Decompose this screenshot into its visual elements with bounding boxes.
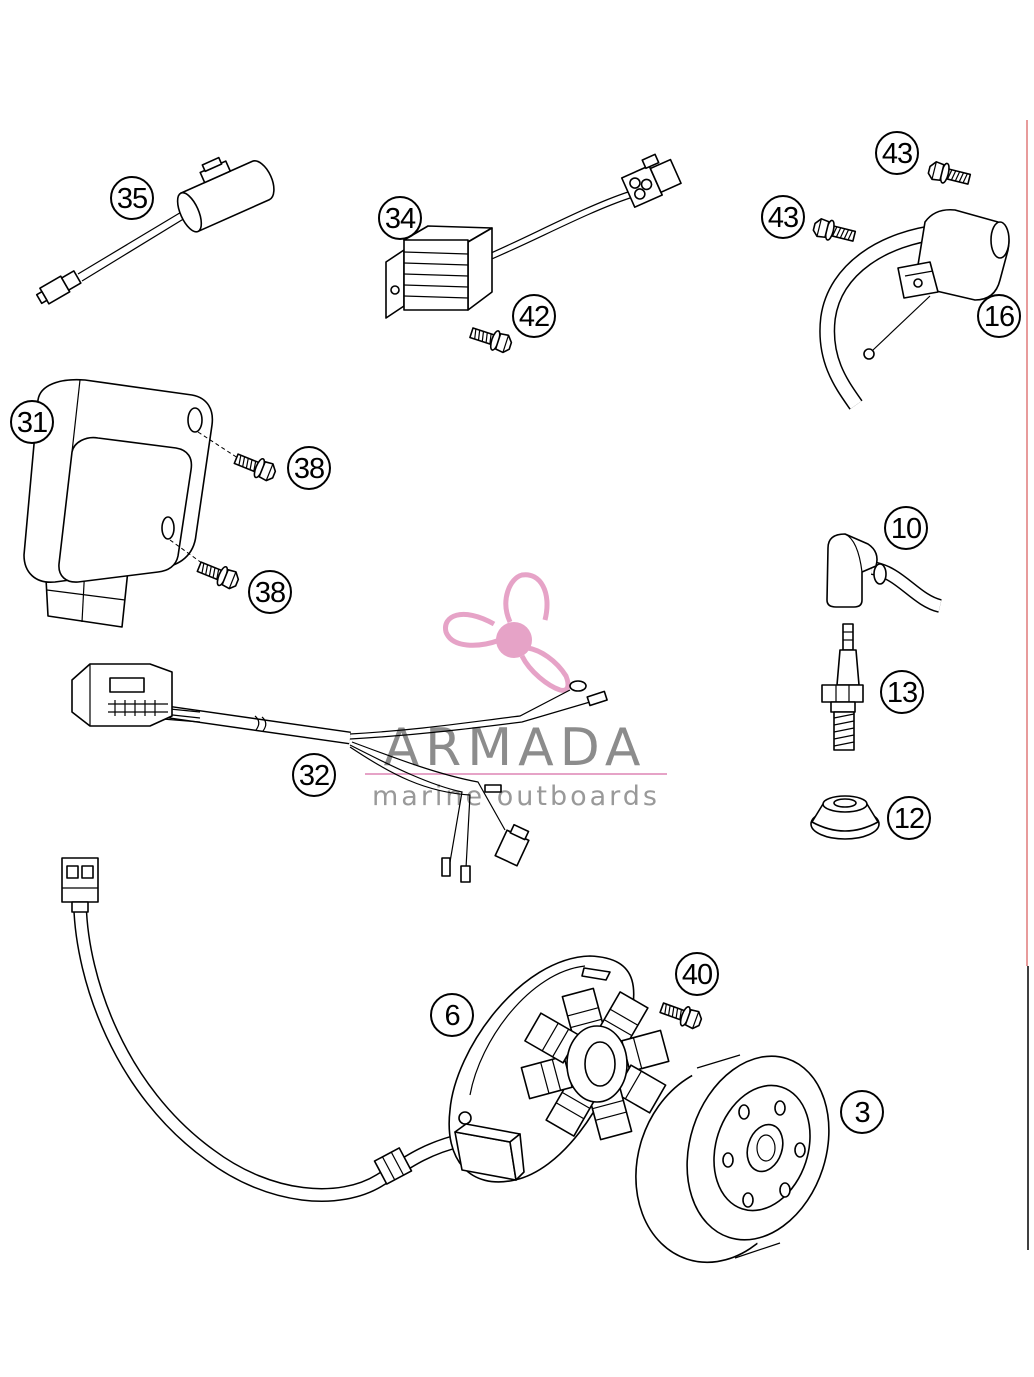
svg-text:38: 38 <box>294 453 324 485</box>
svg-text:32: 32 <box>299 760 329 792</box>
flywheel <box>635 1054 830 1264</box>
watermark-tagline: marine outboards <box>372 781 660 812</box>
ignition-coil <box>819 208 1010 410</box>
callout-31: 31 <box>10 400 54 444</box>
callout-43-upper: 43 <box>875 131 919 175</box>
callout-13: 13 <box>880 670 924 714</box>
svg-text:6: 6 <box>444 1000 459 1032</box>
spark-plug <box>821 623 864 751</box>
svg-text:42: 42 <box>519 301 549 333</box>
harness-terminal-b <box>460 865 471 883</box>
bolt-40 <box>657 997 705 1032</box>
svg-text:38: 38 <box>255 577 285 609</box>
bullet-terminal <box>586 690 608 707</box>
rubber-grommet <box>810 795 880 840</box>
callout-3: 3 <box>840 1090 884 1134</box>
capacitor-connector <box>35 270 82 305</box>
harness-terminal-a <box>441 857 451 877</box>
bolt-42 <box>467 322 515 356</box>
callout-42: 42 <box>512 294 556 338</box>
propeller-icon <box>443 572 571 693</box>
cable-grommet <box>373 1147 413 1185</box>
callout-6: 6 <box>430 993 474 1037</box>
svg-text:12: 12 <box>894 803 924 835</box>
svg-text:35: 35 <box>117 183 147 215</box>
svg-text:13: 13 <box>887 677 917 709</box>
callout-43-lower: 43 <box>761 195 805 239</box>
callout-38-lower: 38 <box>248 570 292 614</box>
svg-text:43: 43 <box>882 138 912 170</box>
stator <box>448 955 670 1183</box>
callout-40: 40 <box>675 952 719 996</box>
svg-text:34: 34 <box>385 203 416 235</box>
watermark-brand: ARMADA <box>384 718 647 778</box>
callout-34: 34 <box>378 196 422 240</box>
propeller-hub-icon <box>496 622 532 658</box>
cdi-mount-hole-upper <box>187 407 203 433</box>
bolt-38-lower <box>194 556 242 593</box>
svg-text:31: 31 <box>17 407 47 439</box>
stator-cable <box>61 857 464 1202</box>
bolt-38-upper <box>231 448 279 485</box>
regulator-connector <box>620 153 682 208</box>
bolt-43-lower <box>811 215 858 247</box>
svg-text:16: 16 <box>984 301 1014 333</box>
callout-12: 12 <box>887 796 931 840</box>
harness-connector-small <box>494 823 530 867</box>
voltage-regulator <box>385 153 682 319</box>
capacitor <box>35 156 275 305</box>
callout-10: 10 <box>884 506 928 550</box>
callout-16: 16 <box>977 294 1021 338</box>
cdi-mount-hole-lower <box>161 516 175 540</box>
ring-terminal <box>569 680 587 692</box>
flywheel-hub <box>746 1123 784 1173</box>
cdi-unit <box>23 378 245 628</box>
wiring-harness <box>71 663 608 883</box>
spark-plug-cap <box>826 533 943 613</box>
svg-text:43: 43 <box>768 202 798 234</box>
svg-text:10: 10 <box>891 513 921 545</box>
watermark-logo: ARMADA marine outboards <box>365 572 667 812</box>
stator-cable-connector <box>61 857 99 913</box>
callout-35: 35 <box>110 176 154 220</box>
bolt-43-upper <box>926 158 973 190</box>
callout-32: 32 <box>292 753 336 797</box>
svg-text:3: 3 <box>854 1097 869 1129</box>
svg-text:40: 40 <box>682 959 712 991</box>
harness-main-connector <box>71 663 173 727</box>
ground-ring-terminal <box>863 348 875 360</box>
callout-38-upper: 38 <box>287 446 331 490</box>
